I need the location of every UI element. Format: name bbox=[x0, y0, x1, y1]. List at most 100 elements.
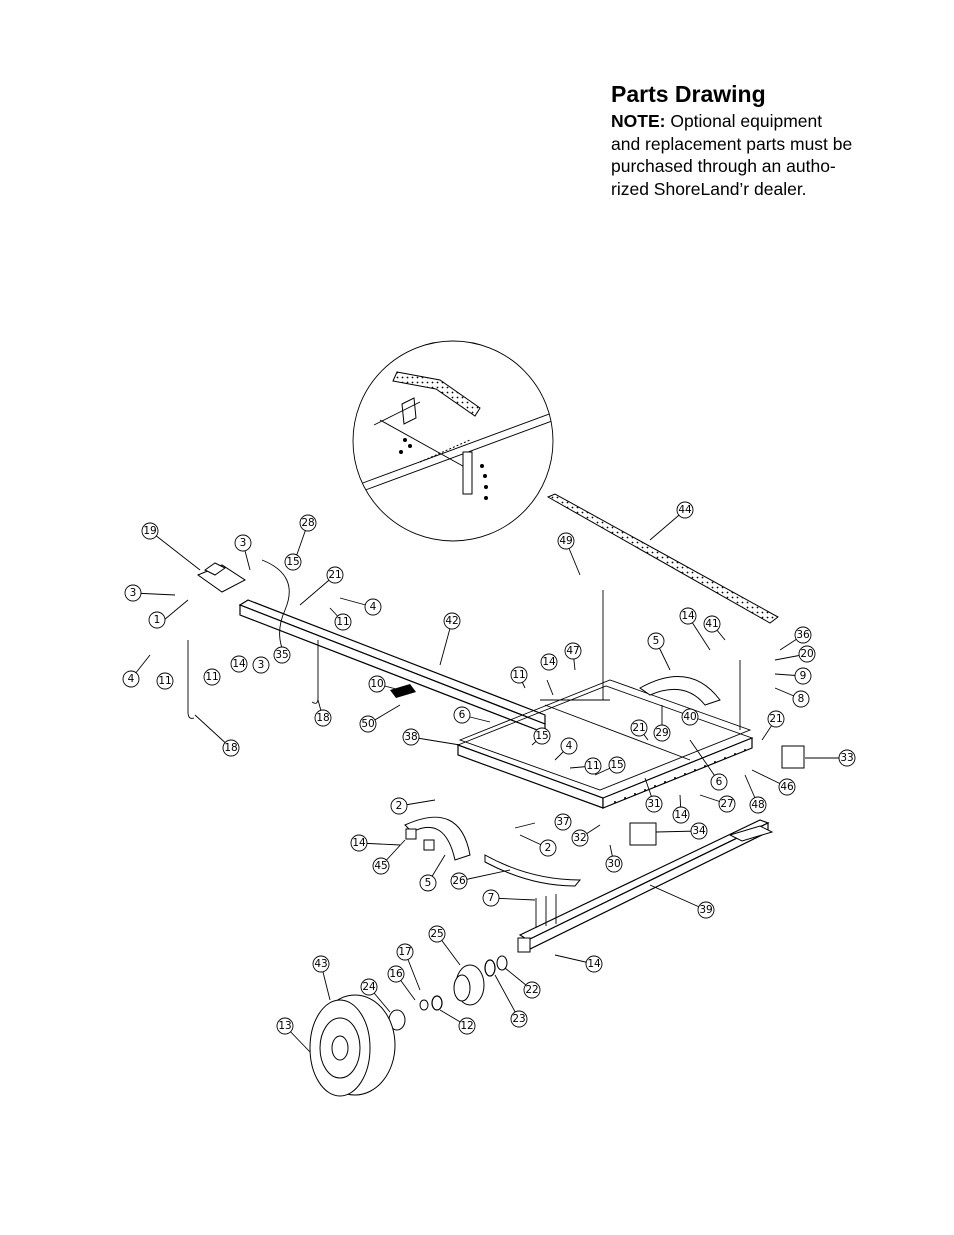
svg-text:26: 26 bbox=[452, 875, 466, 887]
taillight-left bbox=[629, 822, 657, 846]
svg-text:18: 18 bbox=[316, 712, 329, 724]
svg-text:9: 9 bbox=[800, 670, 807, 682]
svg-text:49: 49 bbox=[559, 535, 572, 547]
svg-text:36: 36 bbox=[796, 629, 810, 641]
callout-6-a: 6 bbox=[453, 706, 471, 724]
svg-text:8: 8 bbox=[798, 693, 805, 705]
callout-21-b: 21 bbox=[767, 710, 785, 728]
fender-left bbox=[404, 816, 471, 861]
callout-49: 49 bbox=[557, 532, 575, 550]
callout-3-c: 3 bbox=[252, 656, 270, 674]
callout-5-a: 5 bbox=[647, 632, 665, 650]
callout-3-b: 3 bbox=[124, 584, 142, 602]
callout-16: 16 bbox=[387, 965, 405, 983]
svg-text:39: 39 bbox=[699, 904, 712, 916]
callout-37: 37 bbox=[554, 813, 572, 831]
callout-14-f: 14 bbox=[585, 955, 603, 973]
callout-14-a: 14 bbox=[230, 655, 248, 673]
svg-text:6: 6 bbox=[459, 709, 466, 721]
svg-text:31: 31 bbox=[647, 798, 660, 810]
callout-22: 22 bbox=[523, 981, 541, 999]
callout-27: 27 bbox=[718, 795, 736, 813]
callout-45: 45 bbox=[372, 857, 390, 875]
svg-text:13: 13 bbox=[278, 1020, 291, 1032]
callout-9: 9 bbox=[794, 667, 812, 685]
svg-text:10: 10 bbox=[370, 678, 383, 690]
callout-35: 35 bbox=[273, 646, 291, 664]
reflector bbox=[390, 684, 416, 698]
callout-28: 28 bbox=[299, 514, 317, 532]
svg-text:14: 14 bbox=[674, 809, 688, 821]
svg-text:14: 14 bbox=[587, 958, 601, 970]
bunk-board bbox=[546, 493, 779, 624]
callout-41: 41 bbox=[703, 615, 721, 633]
svg-text:11: 11 bbox=[512, 669, 525, 681]
svg-text:21: 21 bbox=[632, 722, 645, 734]
callout-19: 19 bbox=[141, 522, 159, 540]
callout-11-d: 11 bbox=[510, 666, 528, 684]
bunk-bracket-detail-inset bbox=[352, 340, 554, 542]
callout-23: 23 bbox=[510, 1010, 528, 1028]
note-line-3: purchased through an autho- bbox=[611, 156, 836, 176]
svg-text:6: 6 bbox=[716, 776, 723, 788]
callout-11-c: 11 bbox=[203, 668, 221, 686]
svg-text:42: 42 bbox=[445, 615, 458, 627]
callout-31: 31 bbox=[645, 795, 663, 813]
svg-text:14: 14 bbox=[681, 610, 695, 622]
svg-text:17: 17 bbox=[398, 946, 411, 958]
svg-text:11: 11 bbox=[586, 760, 599, 772]
svg-text:18: 18 bbox=[224, 742, 237, 754]
wire-harness bbox=[261, 559, 290, 649]
callout-13: 13 bbox=[276, 1017, 294, 1035]
svg-text:37: 37 bbox=[556, 816, 569, 828]
svg-text:30: 30 bbox=[607, 858, 620, 870]
callout-32: 32 bbox=[571, 829, 589, 847]
callout-2-a: 2 bbox=[390, 797, 408, 815]
svg-text:15: 15 bbox=[610, 759, 623, 771]
callout-4-b: 4 bbox=[122, 670, 140, 688]
callout-2-b: 2 bbox=[539, 839, 557, 857]
callout-30: 30 bbox=[605, 855, 623, 873]
callout-4-a: 4 bbox=[364, 598, 382, 616]
callout-5-b: 5 bbox=[419, 874, 437, 892]
svg-text:47: 47 bbox=[566, 645, 579, 657]
callout-10: 10 bbox=[368, 675, 386, 693]
callout-15-c: 15 bbox=[608, 756, 626, 774]
callout-3-a: 3 bbox=[234, 534, 252, 552]
svg-text:3: 3 bbox=[258, 659, 265, 671]
callout-11-e: 11 bbox=[584, 757, 602, 775]
svg-text:19: 19 bbox=[143, 525, 156, 537]
callout-14-b: 14 bbox=[540, 653, 558, 671]
svg-text:11: 11 bbox=[205, 671, 218, 683]
callout-12: 12 bbox=[458, 1017, 476, 1035]
callout-24: 24 bbox=[360, 978, 378, 996]
svg-text:11: 11 bbox=[336, 616, 349, 628]
callout-14-e: 14 bbox=[350, 834, 368, 852]
svg-text:2: 2 bbox=[545, 842, 552, 854]
svg-text:40: 40 bbox=[683, 711, 696, 723]
svg-text:50: 50 bbox=[361, 718, 374, 730]
callout-43: 43 bbox=[312, 955, 330, 973]
callout-14-c: 14 bbox=[679, 607, 697, 625]
callout-18-b: 18 bbox=[222, 739, 240, 757]
svg-text:20: 20 bbox=[800, 648, 813, 660]
svg-text:7: 7 bbox=[488, 892, 495, 904]
callout-21-c: 21 bbox=[630, 719, 648, 737]
svg-text:28: 28 bbox=[301, 517, 314, 529]
callout-17: 17 bbox=[396, 943, 414, 961]
svg-text:4: 4 bbox=[128, 673, 135, 685]
svg-text:14: 14 bbox=[232, 658, 246, 670]
svg-text:32: 32 bbox=[573, 832, 586, 844]
svg-text:5: 5 bbox=[425, 877, 432, 889]
wheel-tire bbox=[309, 994, 396, 1097]
svg-text:14: 14 bbox=[352, 837, 366, 849]
svg-text:4: 4 bbox=[370, 601, 377, 613]
svg-text:22: 22 bbox=[525, 984, 538, 996]
svg-text:48: 48 bbox=[751, 799, 764, 811]
callout-4-c: 4 bbox=[560, 737, 578, 755]
callout-47: 47 bbox=[564, 642, 582, 660]
svg-text:15: 15 bbox=[535, 730, 548, 742]
callout-39: 39 bbox=[697, 901, 715, 919]
svg-text:45: 45 bbox=[374, 860, 387, 872]
svg-text:44: 44 bbox=[678, 504, 692, 516]
